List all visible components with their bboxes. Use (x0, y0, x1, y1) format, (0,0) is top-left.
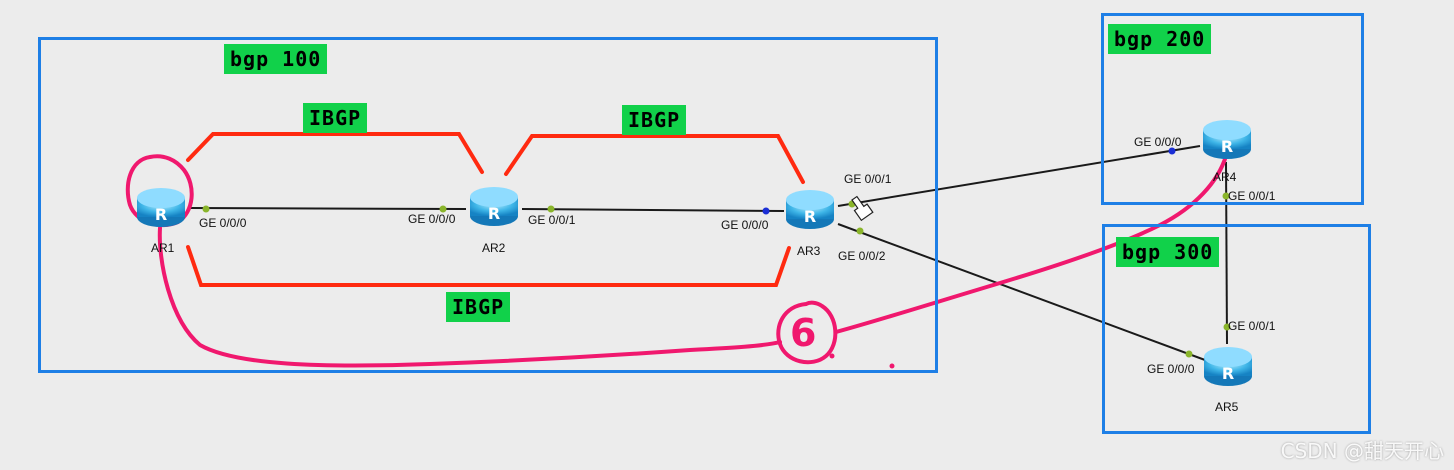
pointer-hand-icon (851, 195, 874, 222)
router-name-ar4: AR4 (1213, 170, 1237, 184)
router-icon: R (137, 188, 185, 227)
annotation-path-6-to-ar4 (834, 154, 1228, 334)
annotation-dot (889, 363, 895, 369)
hand-annotation (125, 154, 1228, 368)
router-ar4[interactable]: R (1200, 116, 1254, 162)
as-box-300 (1102, 224, 1371, 434)
link-ar2-ar3 (521, 208, 785, 212)
port-dot-ar4-g1 (1222, 192, 1230, 200)
port-label-ar5-g1: GE 0/0/1 (1228, 319, 1276, 333)
router-icon: R (1203, 120, 1251, 159)
link-ar3-ar5 (837, 223, 1206, 361)
router-name-ar1: AR1 (151, 241, 175, 255)
annotation-dot (829, 353, 835, 359)
port-dot-ar3-g0 (762, 207, 770, 215)
router-ar3[interactable]: R (783, 186, 837, 232)
port-label-ar4-g0: GE 0/0/0 (1134, 135, 1182, 149)
ibgp-label-ar2-ar3: IBGP (622, 105, 687, 135)
ibgp-label-ar1-ar2: IBGP (303, 103, 368, 133)
as-label-300: bgp 300 (1116, 237, 1220, 267)
port-dot-ar5-g1 (1223, 323, 1231, 331)
svg-text:R: R (1221, 137, 1233, 156)
physical-links (189, 145, 1228, 361)
router-icon: R (470, 187, 518, 226)
router-name-ar3: AR3 (797, 244, 821, 258)
port-label-ar3-g2: GE 0/0/2 (838, 249, 886, 263)
ibgp-line-ar1-ar2 (186, 132, 484, 174)
svg-text:R: R (1222, 364, 1234, 383)
port-label-ar3-g0: GE 0/0/0 (721, 218, 769, 232)
port-dot-ar4-g0 (1168, 147, 1176, 155)
router-name-ar5: AR5 (1215, 400, 1239, 414)
annotation-path-ar1-to-6 (157, 226, 782, 368)
annotation-circle-6 (776, 300, 838, 365)
link-ar4-ar5 (1225, 161, 1228, 345)
port-dot-ar3-g2 (856, 227, 864, 235)
svg-text:R: R (488, 204, 500, 223)
ibgp-lines (186, 132, 805, 287)
port-dots (202, 147, 1231, 358)
router-ar5[interactable]: R (1201, 343, 1255, 389)
port-label-ar2-g0: GE 0/0/0 (408, 212, 456, 226)
port-dot-ar5-g0 (1185, 350, 1193, 358)
as-box-200 (1101, 13, 1364, 205)
port-label-ar2-g1: GE 0/0/1 (528, 213, 576, 227)
link-ar1-ar2 (189, 207, 467, 210)
router-name-ar2: AR2 (482, 241, 506, 255)
as-label-100: bgp 100 (224, 44, 328, 74)
port-label-ar1-g0: GE 0/0/0 (199, 216, 247, 230)
svg-text:R: R (804, 207, 816, 226)
router-ar2[interactable]: R (467, 183, 521, 229)
annotation-number: 6 (790, 311, 817, 355)
as-box-100 (38, 37, 938, 373)
ibgp-line-ar1-ar3 (186, 245, 791, 287)
link-ar3-ar4 (837, 145, 1201, 207)
as-label-200: bgp 200 (1108, 24, 1212, 54)
port-label-ar3-g1: GE 0/0/1 (844, 172, 892, 186)
watermark: CSDN @甜天开心 (1280, 439, 1444, 463)
ibgp-line-ar2-ar3 (504, 134, 805, 184)
port-dot-ar2-g0 (439, 205, 447, 213)
svg-text:R: R (155, 205, 167, 224)
ibgp-label-ar1-ar3: IBGP (446, 292, 511, 322)
router-ar1[interactable]: R (134, 184, 188, 230)
router-icon: R (1204, 347, 1252, 386)
port-dot-ar1-g0 (202, 205, 210, 213)
port-dot-ar2-g1 (547, 205, 555, 213)
router-icon: R (786, 190, 834, 229)
port-label-ar4-g1: GE 0/0/1 (1228, 189, 1276, 203)
port-label-ar5-g0: GE 0/0/0 (1147, 362, 1195, 376)
